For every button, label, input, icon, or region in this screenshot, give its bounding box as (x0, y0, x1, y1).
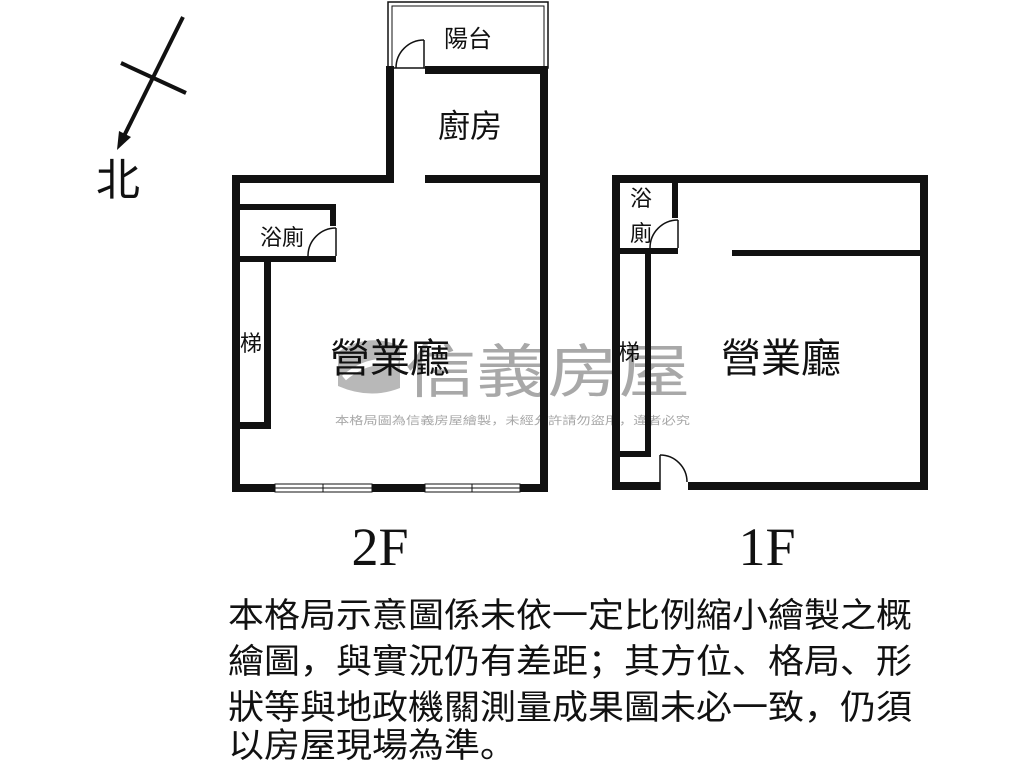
wall-segment (264, 262, 271, 428)
wall-segment (688, 482, 928, 490)
wall-segment (232, 256, 336, 262)
room-label-stairs: 梯 (618, 341, 640, 366)
window-icon (424, 483, 521, 493)
disclaimer-line: 本格局示意圖係未依一定比例縮小繪製之概 (228, 596, 912, 636)
disclaimer-line: 以房屋現場為準。 (228, 726, 516, 766)
north-arrow-icon (117, 16, 187, 150)
room-label-bathroom-top: 浴 (630, 187, 652, 212)
room-label-hall: 營業廳 (330, 336, 450, 382)
room-label-bathroom: 浴廁 (260, 226, 304, 251)
wall-segment (386, 66, 394, 183)
watermark-logo-icon (338, 340, 400, 394)
disclaimer-line: 繪圖，與實況仍有差距；其方位、格局、形 (228, 642, 912, 682)
door-icon (649, 219, 679, 249)
wall-segment (732, 250, 928, 256)
wall-segment (612, 482, 660, 490)
watermark-notice: 本格局圖為信義房屋繪製，未經允許請勿盜用，違者必究 (335, 413, 690, 427)
wall-segment (612, 175, 928, 183)
north-label: 北 (96, 155, 140, 206)
room-label-stairs: 梯 (240, 332, 262, 357)
disclaimer-line: 狀等與地政機關測量成果圖未必一致，仍須 (228, 688, 912, 728)
room-label-bathroom-bottom: 廁 (630, 222, 652, 247)
door-icon (659, 454, 688, 490)
window-icon (274, 483, 373, 493)
floor-plan-2f: 陽台 廚房 浴廁 梯 營業廳 (232, 1, 549, 493)
wall-segment (232, 422, 271, 429)
wall-segment (425, 175, 548, 183)
wall-segment (232, 484, 548, 492)
wall-segment (232, 175, 394, 183)
door-icon (307, 227, 337, 257)
wall-segment (672, 183, 678, 218)
wall-segment (232, 204, 336, 210)
floor-label-1f: 1F (738, 517, 795, 577)
wall-segment (232, 175, 240, 492)
wall-segment (612, 175, 620, 490)
room-label-balcony: 陽台 (444, 25, 492, 53)
wall-segment (540, 66, 548, 492)
wall-segment (612, 248, 678, 254)
wall-segment (330, 204, 336, 226)
room-label-hall: 營業廳 (721, 336, 841, 382)
door-icon (395, 39, 425, 69)
floor-plan-1f: 浴 廁 梯 營業廳 (612, 175, 928, 490)
floor-label-2f: 2F (351, 517, 408, 577)
wall-segment (425, 66, 548, 74)
wall-segment (920, 175, 928, 490)
wall-segment (645, 254, 651, 457)
room-label-kitchen: 廚房 (438, 107, 502, 145)
disclaimer: 本格局示意圖係未依一定比例縮小繪製之概 繪圖，與實況仍有差距；其方位、格局、形 … (228, 596, 912, 766)
wall-segment (612, 451, 651, 457)
